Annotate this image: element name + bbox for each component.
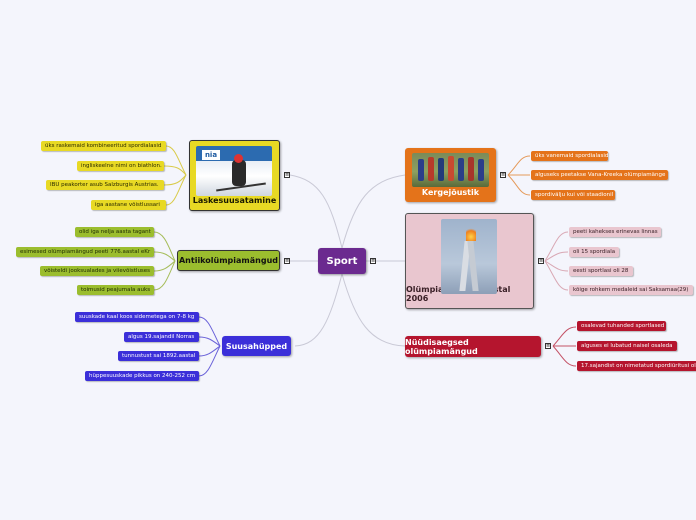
- expand-toggle-icon[interactable]: ≡: [284, 172, 290, 178]
- branch-suusahupped[interactable]: Suusahüpped: [222, 336, 291, 356]
- central-topic-label: Sport: [326, 255, 358, 267]
- leaf-item[interactable]: suuskade kaal koos sidemetega on 7-8 kg: [75, 312, 199, 322]
- leaf-item[interactable]: oli 15 spordiala: [569, 247, 619, 257]
- branch-label: Kergejõustik: [421, 188, 480, 197]
- leaf-item[interactable]: alguseks peetakse Vana-Kreeka olümpiamän…: [531, 170, 668, 180]
- leaf-item[interactable]: ingliskeelne nimi on biathlon.: [77, 161, 164, 171]
- expand-toggle-icon[interactable]: ≡: [545, 343, 551, 349]
- branch-antiikolumpiamangud[interactable]: Antiikolümpiamängud: [177, 250, 280, 271]
- branch-label: Laskesuusatamine: [192, 196, 277, 205]
- expand-toggle-icon[interactable]: ≡: [538, 258, 544, 264]
- branch-label: Suusahüpped: [225, 341, 288, 351]
- leaf-item[interactable]: iga aastane võistlussari: [91, 200, 166, 210]
- leaf-item[interactable]: 17.sajandist on nimetatud spordiüritusi …: [577, 361, 696, 371]
- leaf-item[interactable]: toimusid peajumala auks: [77, 285, 154, 295]
- branch-label: Antiikolümpiamängud: [178, 256, 278, 265]
- leaf-item[interactable]: kõige rohkem medaleid sai Saksamaa(29): [569, 285, 693, 295]
- leaf-item[interactable]: üks raskemaid kombineeritud spordialasid: [41, 141, 166, 151]
- leaf-item[interactable]: hüppesuuskade pikkus on 240-252 cm: [85, 371, 199, 381]
- leaf-item[interactable]: üks vanemaid spordialasid: [531, 151, 608, 161]
- leaf-item[interactable]: algus 19.sajandil Norras: [124, 332, 199, 342]
- leaf-item[interactable]: olid iga nelja aasta tagant: [75, 227, 154, 237]
- branch-nuudisaegsed-olumpiamangud[interactable]: Nüüdisaegsed olümpiamängud: [405, 336, 541, 357]
- expand-toggle-icon[interactable]: ≡: [284, 258, 290, 264]
- leaf-item[interactable]: esimesed olümpiamängud peeti 776.aastal …: [16, 247, 154, 257]
- expand-toggle-icon[interactable]: ≡: [370, 258, 376, 264]
- leaf-item[interactable]: võisteldi jooksualades ja viievõistluses: [40, 266, 154, 276]
- leaf-item[interactable]: osalevad tuhanded sportlased: [577, 321, 666, 331]
- olympic-flame-photo: [441, 219, 497, 294]
- leaf-item[interactable]: spordivälju kui või staadionil: [531, 190, 615, 200]
- leaf-item[interactable]: IBU peakorter asub Salzburgis Austrias.: [46, 180, 164, 190]
- central-topic-sport[interactable]: Sport: [318, 248, 366, 274]
- expand-toggle-icon[interactable]: ≡: [500, 172, 506, 178]
- leaf-item[interactable]: alguses ei lubatud naisel osaleda: [577, 341, 677, 351]
- leaf-item[interactable]: tunnustust sai 1892.aastal: [118, 351, 199, 361]
- leaf-item[interactable]: peeti kahekses erinevas linnas: [569, 227, 661, 237]
- athletes-photo: [412, 153, 489, 187]
- biathlon-photo: nia: [196, 146, 272, 196]
- leaf-item[interactable]: eesti sportlasi oli 28: [569, 266, 633, 276]
- branch-label: Nüüdisaegsed olümpiamängud: [405, 337, 478, 356]
